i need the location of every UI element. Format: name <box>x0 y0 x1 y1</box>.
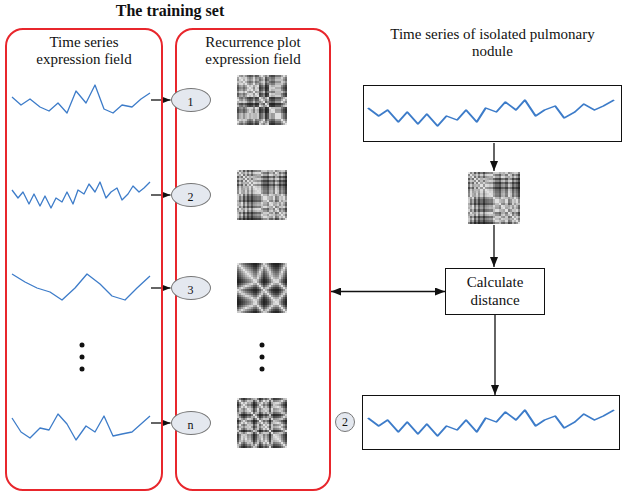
ellipsis-dots <box>80 343 265 372</box>
callout-label: 1 <box>178 92 204 108</box>
recurrence-plot <box>468 172 520 224</box>
matched-time-series <box>368 410 614 436</box>
time-series <box>12 414 150 440</box>
recurrence-plots <box>237 75 520 448</box>
callout-number: 3 <box>171 276 211 300</box>
callout-number: 1 <box>171 88 211 112</box>
arrow-connector <box>331 291 445 292</box>
time-series <box>12 182 150 208</box>
flow-arrow <box>493 225 494 267</box>
arrow-connector <box>163 422 171 423</box>
input-series-box: Time series of isolated pulmonary nodule <box>363 85 622 142</box>
lead-in-lines <box>151 100 494 423</box>
box-label: Calculate distance <box>452 274 538 309</box>
time-series-group <box>12 85 614 440</box>
recurrence-plot <box>237 398 287 448</box>
input-time-series <box>368 100 614 126</box>
callout-label: 2 <box>178 187 204 203</box>
callout-number: n <box>171 411 211 435</box>
result-box: 2 <box>362 395 620 450</box>
callout-label: n <box>178 415 204 431</box>
time-series <box>12 85 150 113</box>
callout-label: 2 <box>335 412 355 432</box>
callout-number: 2 <box>171 183 211 207</box>
flow-arrow <box>493 143 494 171</box>
time-series <box>12 274 150 300</box>
recurrence-plot <box>237 75 287 125</box>
recurrence-plot <box>237 263 287 313</box>
field-box: Recurrence plot expression field 1 2 3 n <box>175 28 331 491</box>
process-box: Calculate distance <box>445 268 545 315</box>
field-box: Time series expression field <box>5 28 163 491</box>
diagram-title: The training set <box>40 2 300 20</box>
arrow-connector <box>163 99 171 100</box>
callout-label: 3 <box>178 280 204 296</box>
heading-text: Time series of isolated pulmonary nodule <box>364 26 621 61</box>
arrow-connector <box>163 194 171 195</box>
recurrence-plot <box>237 170 287 220</box>
heading-text: Time series expression field <box>7 30 161 69</box>
arrow-connector <box>163 287 171 288</box>
heading-text: Recurrence plot expression field <box>177 30 329 69</box>
arrow-connector <box>494 315 495 395</box>
